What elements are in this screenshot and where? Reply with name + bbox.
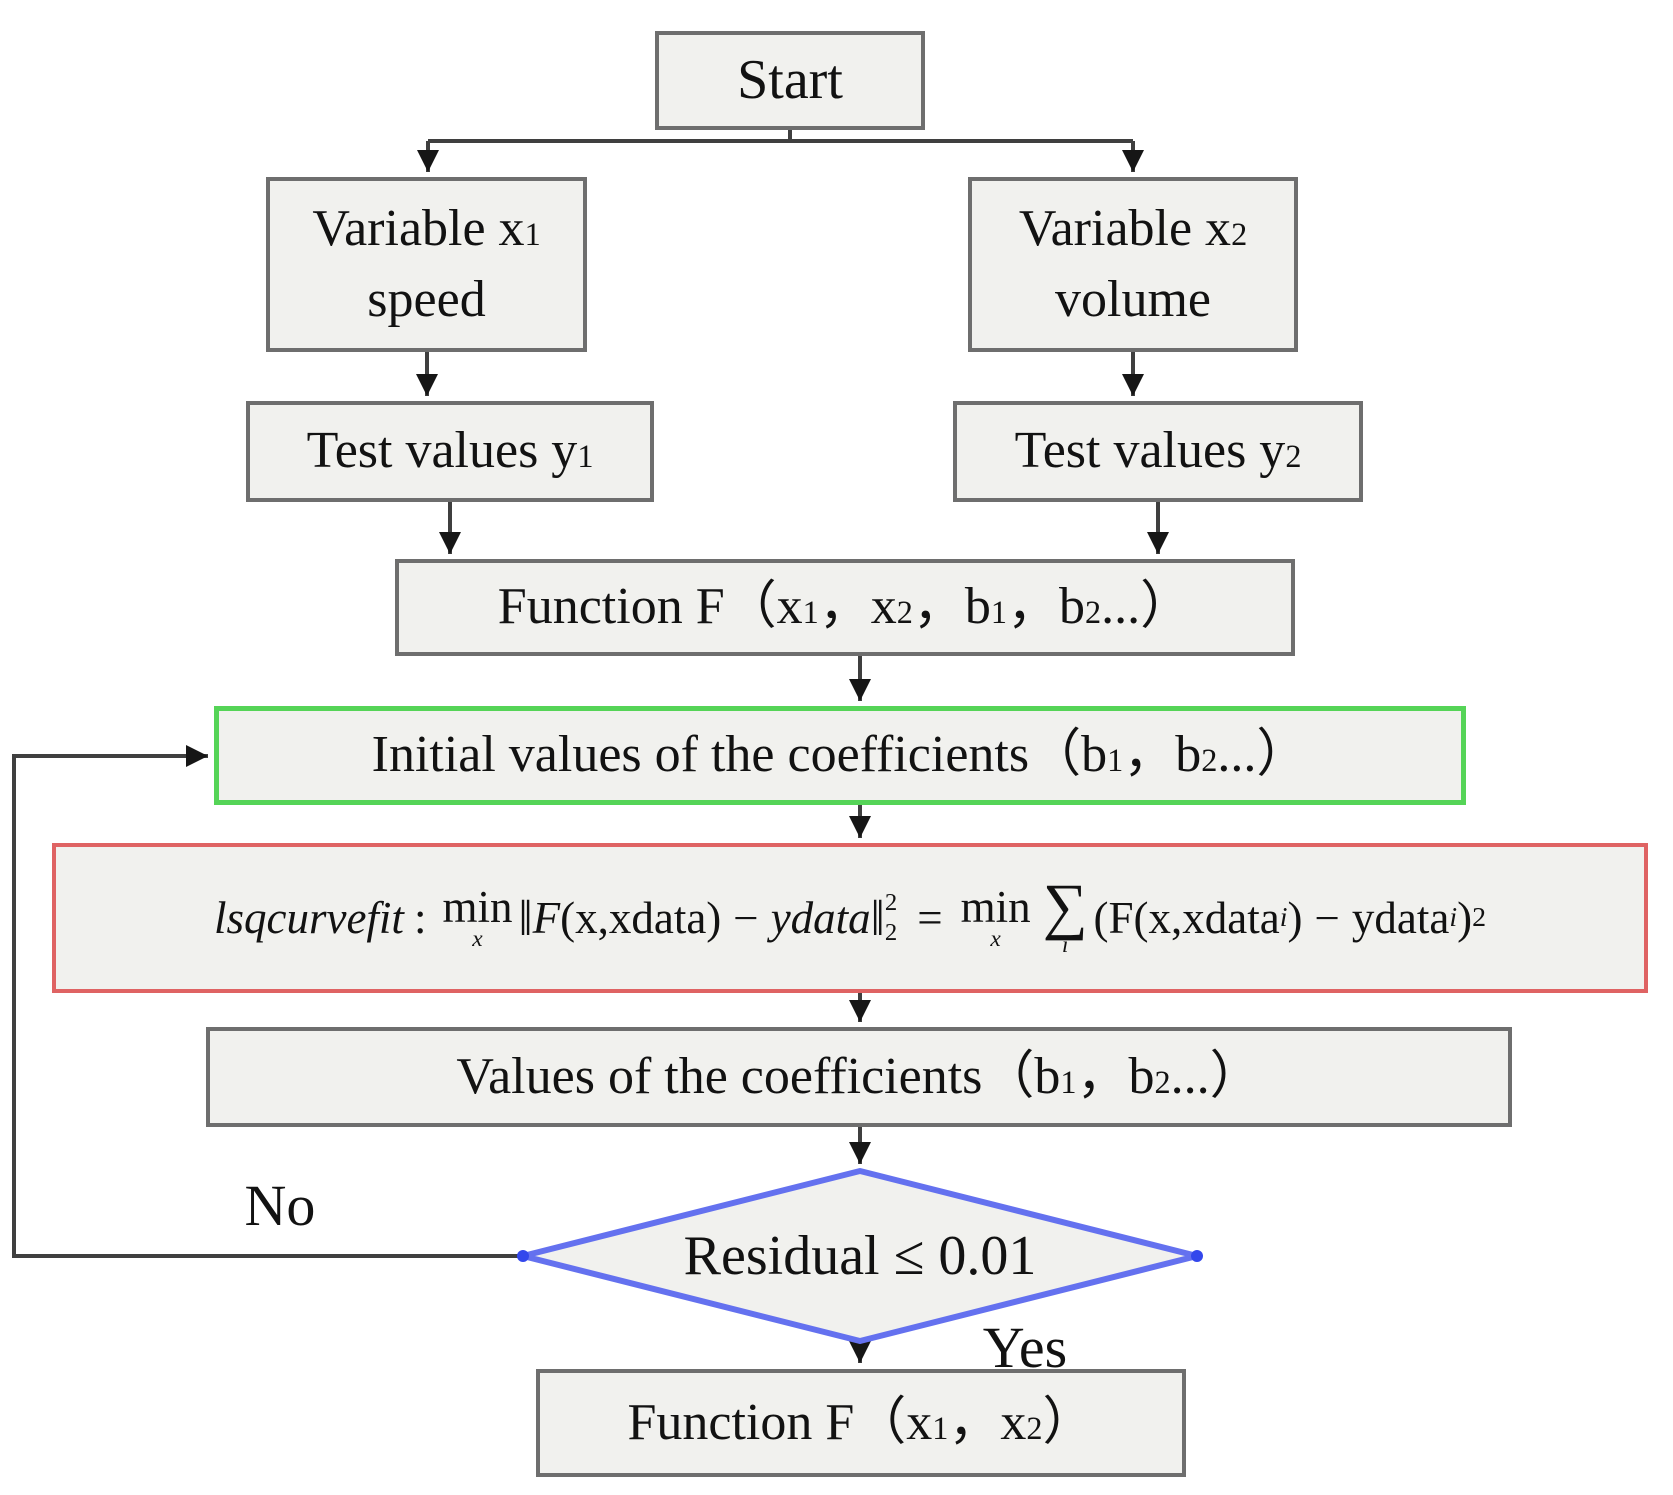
formula-norm-close: ‖ — [870, 889, 885, 946]
decision-diamond-shape — [520, 1168, 1200, 1344]
function-f-p3: ，b — [912, 578, 991, 636]
start-label: Start — [737, 48, 843, 111]
diamond-vertex-dot-left — [517, 1250, 529, 1262]
test-values-y1-text: Test values y — [306, 422, 578, 480]
values-sub2: 2 — [1154, 1063, 1171, 1100]
function-f-p4: ，b — [1007, 578, 1086, 636]
formula-min1-sub: x — [472, 926, 483, 953]
final-function-text: Function F（x — [627, 1393, 933, 1451]
function-f-sub1: 1 — [802, 594, 819, 631]
initial-sub2: 2 — [1201, 742, 1218, 779]
formula-min1-top: min — [442, 881, 513, 932]
label-no: No — [225, 1170, 335, 1240]
variable-x1-line2: speed — [367, 265, 485, 335]
formula-ydata-italic: ydata — [770, 892, 871, 943]
formula-right-minus: − — [1314, 892, 1340, 943]
formula-right-p2: ) — [1287, 892, 1303, 943]
variable-x2-line2: volume — [1055, 265, 1211, 335]
variable-x1-subscript: 1 — [524, 216, 541, 253]
formula-right-p1: (F(x,xdata — [1093, 892, 1280, 943]
yes-text: Yes — [982, 1314, 1068, 1380]
initial-p3: ...） — [1217, 726, 1309, 784]
values-p2: ，b — [1076, 1047, 1155, 1105]
function-f-p5: ...） — [1101, 578, 1193, 636]
diamond-vertex-dot-right — [1191, 1250, 1203, 1262]
formula-colon: : — [413, 892, 427, 943]
formula-min2-top: min — [960, 881, 1031, 932]
variable-x2-text: Variable x — [1018, 200, 1232, 258]
function-f-text: Function F（x — [497, 578, 803, 636]
initial-p2: ，b — [1123, 726, 1202, 784]
formula-right-power: 2 — [1472, 902, 1487, 934]
final-sub2: 2 — [1026, 1409, 1043, 1446]
decision-residual-text: Residual ≤ 0.01 — [560, 1196, 1160, 1316]
function-f-sub4: 2 — [1085, 594, 1102, 631]
connector-no-loop — [12, 745, 523, 1258]
formula-right-sub2: i — [1449, 902, 1458, 934]
formula-body: (x,xdata) — [560, 892, 722, 943]
initial-coefficients-text: Initial values of the coefficients（b — [371, 726, 1108, 784]
formula-sigma: ∑i — [1042, 871, 1088, 958]
variable-x2-subscript: 2 — [1231, 216, 1248, 253]
variable-x2-volume-text: volume — [1055, 270, 1211, 328]
label-yes: Yes — [965, 1312, 1085, 1382]
formula-norm-open: ‖ — [518, 889, 533, 946]
test-values-y1-subscript: 1 — [577, 438, 594, 475]
values-sub1: 1 — [1060, 1063, 1077, 1100]
formula-f-italic: F — [532, 892, 561, 943]
coefficient-values-text: Values of the coefficients（b — [456, 1047, 1061, 1105]
formula-minus: − — [733, 892, 759, 943]
formula-equals: = — [917, 892, 943, 943]
variable-x1-text: Variable x — [312, 200, 525, 258]
final-p3: ） — [1042, 1393, 1095, 1451]
formula-min2-sub: x — [990, 926, 1001, 953]
function-f-p2: ，x — [818, 578, 897, 636]
final-sub1: 1 — [932, 1409, 949, 1446]
function-f-sub2: 2 — [896, 594, 913, 631]
test-values-y2-subscript: 2 — [1285, 438, 1302, 475]
initial-sub1: 1 — [1107, 742, 1124, 779]
test-values-y2-text: Test values y — [1014, 422, 1286, 480]
final-p2: ，x — [948, 1393, 1027, 1451]
values-p3: ...） — [1170, 1047, 1262, 1105]
formula-norm-sub: 2 — [884, 919, 898, 946]
formula-lsqcurvefit: lsqcurvefit — [213, 892, 404, 943]
formula-right-close: ) — [1457, 892, 1473, 943]
formula-sigma-glyph: ∑ — [1042, 871, 1088, 942]
formula-right-sub1: i — [1279, 902, 1288, 934]
function-f-sub3: 1 — [990, 594, 1008, 631]
residual-condition: Residual ≤ 0.01 — [683, 1225, 1037, 1287]
formula-sigma-sub: i — [1061, 931, 1069, 958]
no-text: No — [244, 1172, 316, 1238]
formula-right-ydata: ydata — [1351, 892, 1450, 943]
formula-norm-sup: 2 — [884, 889, 898, 917]
node-start: Start — [655, 31, 925, 130]
variable-x1-speed-text: speed — [367, 270, 486, 328]
